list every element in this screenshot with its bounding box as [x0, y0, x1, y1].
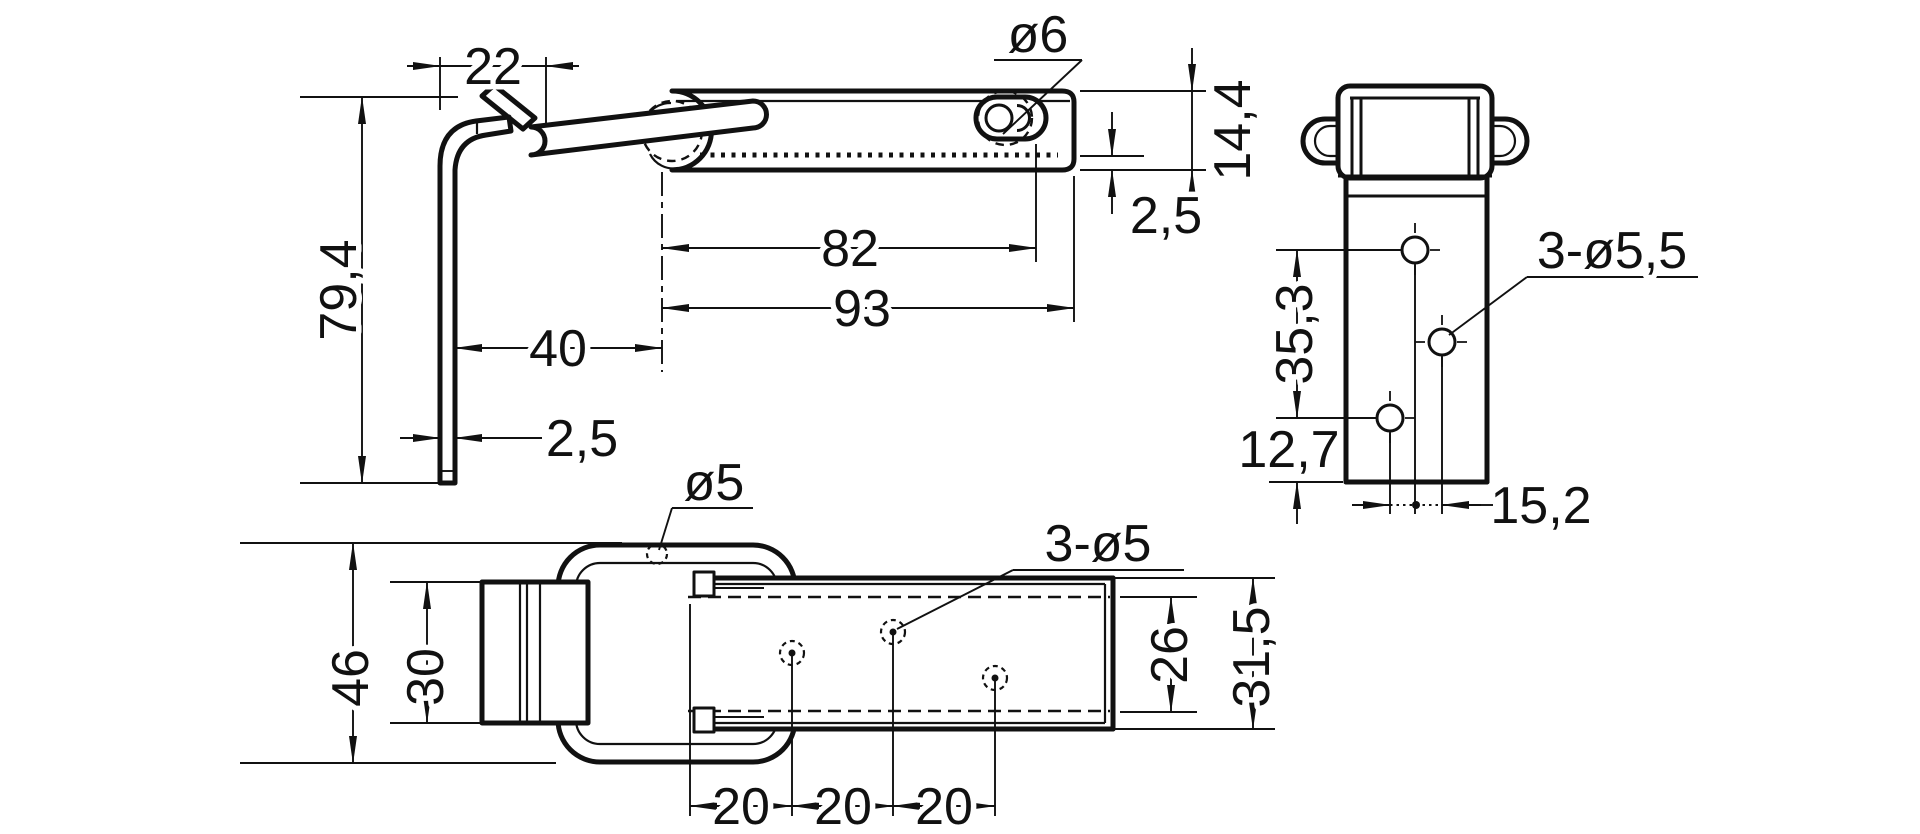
dim-top-hole-diameter-label: ø5	[684, 454, 745, 512]
dim-slot-diameter-label: ø6	[1008, 6, 1069, 64]
dim-material-thickness: 2,5	[400, 405, 624, 474]
side-view: 22 79,4 40 2,5 82 93	[300, 1, 1268, 486]
top-hole-hidden-circle	[645, 542, 669, 566]
strip-hole-2	[879, 618, 907, 816]
dim-hole-offset-horizontal-label: 15,2	[1490, 477, 1591, 535]
dim-hook-plate-width-label: 30	[397, 648, 455, 706]
dim-hole-pitch-3-label: 20	[915, 778, 973, 834]
dim-hole-span-vertical: 35,3	[1261, 249, 1401, 419]
plan-view: 46 30 ø5 3-ø5 26 31,5	[240, 449, 1287, 834]
dim-strip-holes: 3-ø5	[896, 510, 1184, 630]
dim-hole-pitch-2: 20	[791, 773, 894, 834]
dim-hole-offset-horizontal: 15,2	[1352, 472, 1597, 541]
dim-hole-pitch-1-label: 20	[712, 778, 770, 834]
latch-bail	[528, 98, 769, 158]
dim-slot-diameter: ø6	[994, 1, 1083, 135]
dim-base-offset: 2,5	[1080, 112, 1208, 251]
dim-slot-center-distance-label: 82	[821, 220, 879, 278]
dim-overall-height-label: 79,4	[310, 239, 368, 340]
dim-hole-pitch-2-label: 20	[814, 778, 872, 834]
dim-strip-inner-width-label: 26	[1141, 626, 1199, 684]
mounting-hole-middle	[1415, 315, 1469, 369]
dim-top-hole-diameter: ø5	[658, 449, 753, 551]
dim-body-length-label: 93	[833, 280, 891, 338]
end-view: 35,3 12,7 3-ø5,5 15,2	[1233, 83, 1698, 541]
dim-body-length: 93	[661, 176, 1075, 344]
dim-strip-holes-label: 3-ø5	[1045, 515, 1152, 573]
dim-hook-plate-width: 30	[390, 581, 482, 724]
dim-hole-pitch-1: 20	[689, 773, 793, 834]
bail-ear-left-inner	[1313, 124, 1342, 158]
strip-hole-1	[778, 639, 806, 816]
bolt-strip-mask	[694, 578, 1113, 729]
dim-material-thickness-label: 2,5	[546, 410, 618, 468]
latch-head-outline	[1335, 83, 1495, 181]
dim-hole-pitch-3: 20	[892, 773, 996, 834]
dim-hook-width-label: 22	[464, 38, 522, 96]
dim-overall-height: 79,4	[300, 96, 458, 484]
dim-mounting-holes: 3-ø5,5	[1448, 217, 1698, 336]
hook-plate-outline	[437, 114, 514, 486]
bail-ear-right-inner	[1488, 124, 1517, 158]
dim-slot-center-distance: 82	[661, 144, 1037, 284]
bail-ear-left	[1300, 116, 1345, 166]
dim-strip-overall-width: 31,5	[1113, 577, 1287, 730]
slot-pin-arc	[1016, 104, 1031, 132]
mounting-hole-bottom	[1363, 391, 1417, 445]
dim-base-offset-label: 2,5	[1130, 187, 1202, 245]
guide-clip-top	[692, 570, 716, 598]
dim-bottom-hole-offset: 12,7	[1233, 416, 1345, 524]
dim-body-height-label: 14,4	[1204, 79, 1262, 180]
hinge-curl-arc-bottom	[649, 153, 679, 170]
dim-hook-depth-label: 40	[529, 320, 587, 378]
dim-overall-width-label: 46	[322, 649, 380, 707]
guide-clip-bottom	[692, 706, 716, 734]
slot-diameter-hidden-circle	[976, 89, 1034, 147]
bail-ear-right	[1485, 116, 1530, 166]
dim-hole-span-vertical-label: 35,3	[1266, 283, 1324, 384]
dim-strip-inner-width: 26	[1120, 596, 1205, 713]
slot-pin-circle	[984, 103, 1014, 133]
dim-hook-width: 22	[407, 33, 579, 123]
dim-hook-depth: 40	[454, 172, 663, 384]
hook-plate-plan-outline	[479, 579, 591, 726]
dim-mounting-holes-label: 3-ø5,5	[1537, 222, 1687, 280]
dim-bottom-hole-offset-label: 12,7	[1238, 421, 1339, 479]
strip-hole-3	[981, 664, 1009, 816]
dim-strip-overall-width-label: 31,5	[1223, 606, 1281, 707]
dim-overall-width: 46	[240, 542, 622, 764]
dim-body-height: 14,4	[1080, 48, 1268, 213]
